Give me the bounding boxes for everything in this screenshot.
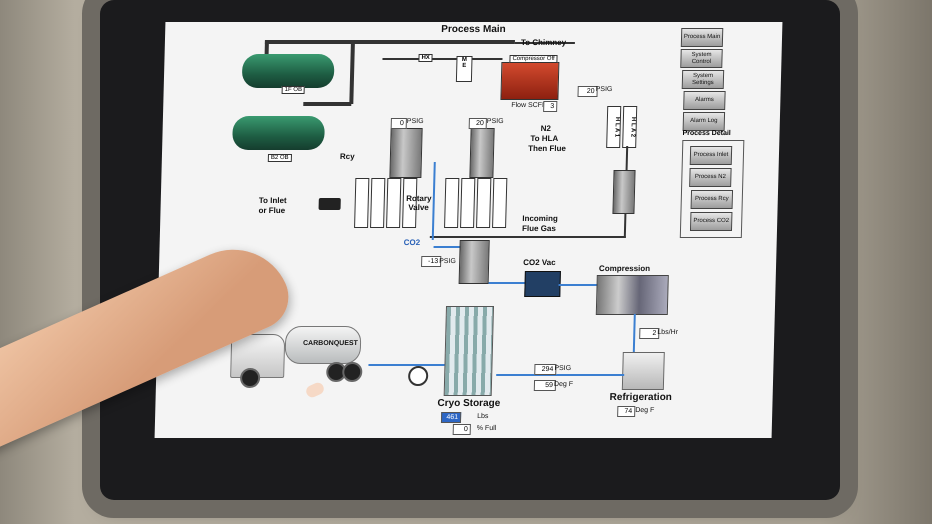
rv-cell [460,178,476,228]
boiler2-riser [349,40,355,104]
flow-value: 3 [543,101,558,112]
process-co2-button[interactable]: Process CO2 [689,212,733,231]
chimney-label: To Chimney [520,38,567,47]
hla-pressure-unit: PSIG [595,86,613,93]
refrigeration-temp-value: 74 [617,406,636,417]
cryo-full-unit: % Full [476,425,497,432]
compressor-unit [500,62,560,100]
co2-vac-pump [524,271,561,297]
cryo-storage-label: Cryo Storage [437,398,501,409]
vessel-left-pressure: 0 [390,118,407,129]
incoming-flue-line [429,236,626,238]
refrig-to-cryo-line [496,374,625,376]
boiler-2-tag: B2 OB [267,154,292,162]
process-main-pipe [264,40,515,44]
nav-system-control-button[interactable]: System Control [680,49,723,68]
compression-to-refrig-line [632,314,636,354]
process-inlet-button[interactable]: Process Inlet [689,146,733,165]
co2-to-vac-line [488,282,527,284]
hx-box: HX [418,54,433,62]
vessel-left [389,128,423,178]
vessel-left-unit: PSIG [406,118,424,125]
process-n2-button[interactable]: Process N2 [689,168,732,187]
truck-wheel [342,362,363,382]
cryo-lbs-value: 461 [440,412,462,423]
line-temp-value: 59 [533,380,557,391]
compression-rate-unit: Lbs/Hr [657,329,679,336]
co2-vessel-unit: PSIG [439,258,457,265]
compressor-status: Compressor Off [509,55,558,63]
rv-cell [370,178,386,228]
hx-line [382,58,503,60]
flue-gas-label: Flue Gas [521,224,556,233]
refrigeration-unit [621,352,665,390]
rv-cell [386,178,402,228]
rcy-valve [318,198,341,210]
page-title: Process Main [441,24,506,35]
or-flue-label: or Flue [258,206,286,215]
line-pressure-value: 294 [534,364,557,375]
cryo-storage-tank [443,306,495,396]
line-pressure-unit: PSIG [554,365,572,372]
rv-cell [444,178,460,228]
vessel-flue [612,170,636,214]
compression-label: Compression [598,264,651,273]
nav-process-main-button[interactable]: Process Main [680,28,724,47]
rotary-valve-label: Rotary Valve [406,194,432,212]
co2-vac-label: CO2 Vac [523,258,556,267]
co2-label: CO2 [403,238,421,247]
to-inlet-label: To Inlet [258,196,287,205]
nav-alarms-button[interactable]: Alarms [683,91,726,110]
cryo-to-truck-line [368,364,445,366]
boiler-1 [241,54,335,88]
hla-2: H L A 2 [622,106,638,148]
compression-unit [595,275,669,315]
cryo-lbs-unit: Lbs [477,413,489,420]
refrigeration-label: Refrigeration [609,392,672,403]
rv-cell [476,178,492,228]
hla-1: H L A 1 [606,106,622,148]
cryo-full-value: 0 [452,424,471,435]
process-detail-title: Process Detail [682,130,731,137]
vac-to-compression-line [558,284,599,286]
truck-brand: CARBONQUEST [302,340,358,347]
co2-vessel [458,240,490,284]
rcy-label: Rcy [339,152,355,161]
to-hla-label: To HLA [530,134,559,143]
refrigeration-temp-unit: Deg F [635,407,655,414]
vessel-mid-unit: PSIG [486,118,504,125]
then-flue-label: Then Flue [528,144,567,153]
boiler2-pipe [303,102,352,106]
line-temp-unit: Deg F [553,381,574,388]
transfer-valve-icon [407,366,429,386]
hmi-screen: Process Main To Chimney 1F OB B2 OB HX M… [154,22,783,438]
n2-label: N2 [540,124,552,133]
rv-cell [492,178,508,228]
vessel-mid [469,128,495,178]
rv-cell [354,178,370,228]
incoming-label: Incoming [522,214,558,223]
nav-system-settings-button[interactable]: System Settings [681,70,725,89]
vessel-mid-pressure: 20 [468,118,487,129]
truck-wheel [239,368,261,388]
boiler-1-tag: 1F OB [281,86,306,94]
nav-alarm-log-button[interactable]: Alarm Log [682,112,726,131]
me-box: M E [455,56,473,82]
boiler-2 [232,116,325,150]
process-rcy-button[interactable]: Process Rcy [690,190,734,209]
